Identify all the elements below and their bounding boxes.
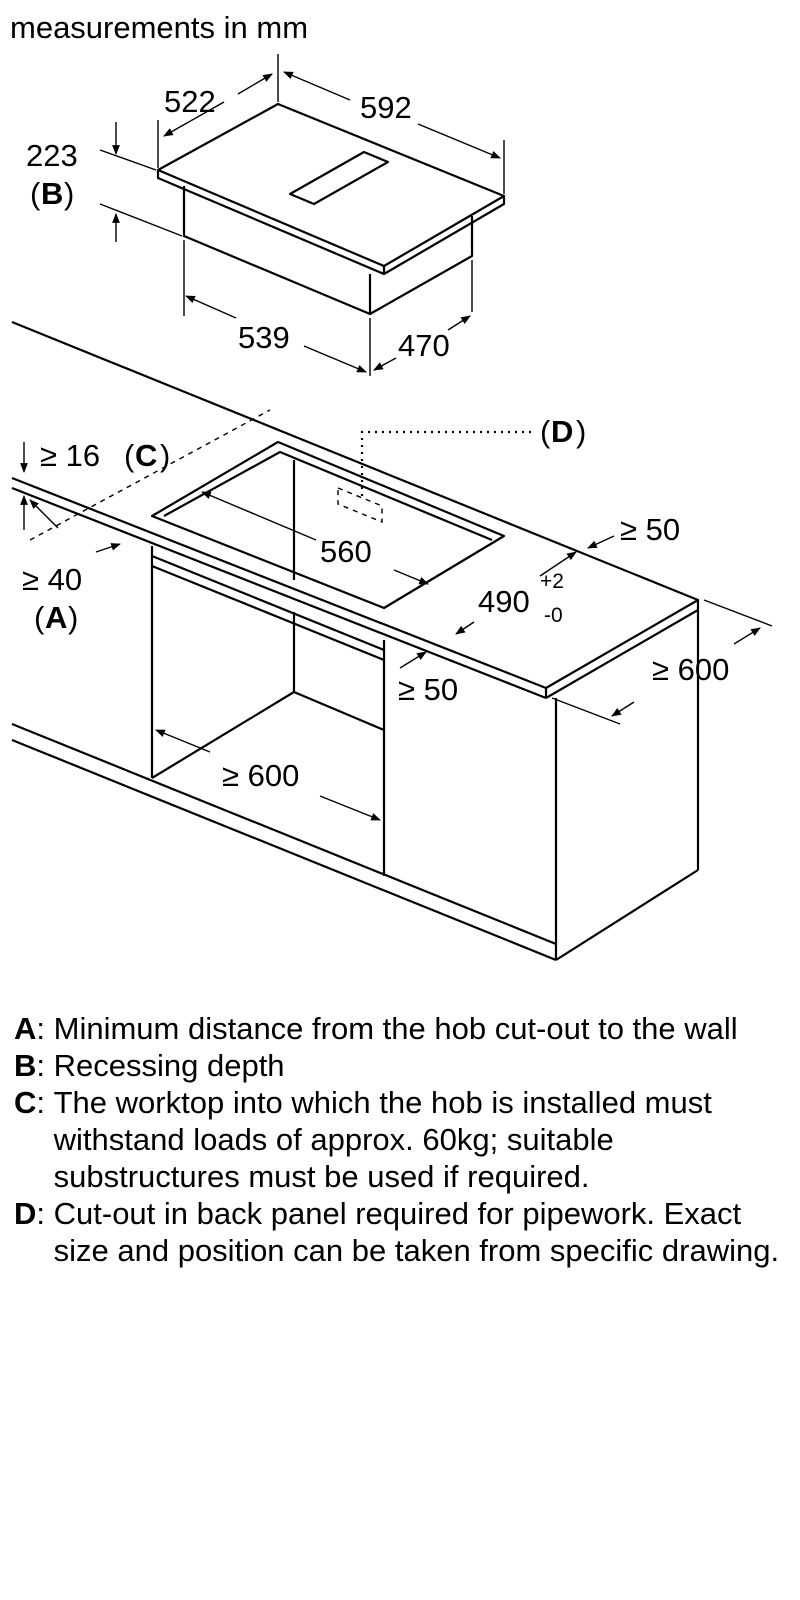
hob-height-paren-open: ( <box>30 176 41 211</box>
hob-height-label: 223 <box>26 138 78 173</box>
legend-key: B <box>14 1048 37 1083</box>
cutout-dimensions: ≥ 16 ( C ) ≥ 40 ( A ) 560 490 +2 -0 ≥ 50… <box>20 414 773 821</box>
legend-key: D <box>14 1196 37 1231</box>
worktop-thickness-label: ≥ 16 <box>40 438 100 473</box>
installation-diagram: measurements in mm 522 592 223 ( B ) <box>10 10 773 962</box>
legend-text: Cut-out in back panel required for pipew… <box>53 1196 780 1268</box>
worktop-thickness-paren-open: ( <box>124 438 135 473</box>
front-clearance-label: ≥ 50 <box>398 672 458 707</box>
cutout-depth-tol-plus: +2 <box>540 570 564 593</box>
legend-key: C <box>14 1085 37 1120</box>
legend-separator: : <box>36 1085 54 1120</box>
legend-separator: : <box>36 1196 54 1231</box>
hob-height-paren-close: ) <box>64 176 74 211</box>
back-clearance-label: ≥ 50 <box>620 512 680 547</box>
cabinet-width-label: ≥ 600 <box>222 758 299 793</box>
cutout-depth-tol-minus: -0 <box>544 604 563 627</box>
cutout-width-label: 560 <box>320 534 372 569</box>
legend-item-a: A: Minimum distance from the hob cut-out… <box>14 1010 794 1047</box>
hob-body-depth-label: 470 <box>398 328 450 363</box>
back-panel-paren-close: ) <box>576 414 586 449</box>
back-panel-key: D <box>551 414 573 449</box>
legend-item-c: C: The worktop into which the hob is ins… <box>14 1084 794 1195</box>
hob-drawing <box>156 102 506 316</box>
hob-depth-label: 522 <box>164 84 216 119</box>
wall-distance-paren-open: ( <box>34 600 45 635</box>
hob-dimensions: 522 592 223 ( B ) 539 470 <box>26 54 505 376</box>
wall-distance-paren-close: ) <box>68 600 78 635</box>
legend-separator: : <box>36 1011 54 1046</box>
legend-text: Recessing depth <box>53 1048 285 1083</box>
legend-item-d: D: Cut-out in back panel required for pi… <box>14 1195 794 1269</box>
worktop-thickness-paren-close: ) <box>160 438 170 473</box>
hob-height-key: B <box>41 176 63 211</box>
back-panel-paren-open: ( <box>540 414 551 449</box>
legend-item-b: B: Recessing depth <box>14 1047 794 1084</box>
worktop-depth-label: ≥ 600 <box>652 652 729 687</box>
hob-body-width-label: 539 <box>238 320 290 355</box>
page-title: measurements in mm <box>10 10 308 45</box>
legend-separator: : <box>36 1048 54 1083</box>
legend-text: The worktop into which the hob is instal… <box>53 1085 712 1194</box>
worktop-thickness-key: C <box>135 438 157 473</box>
wall-distance-key: A <box>45 600 67 635</box>
wall-distance-label: ≥ 40 <box>22 562 82 597</box>
legend-key: A <box>14 1011 37 1046</box>
legend: A: Minimum distance from the hob cut-out… <box>14 1010 794 1269</box>
hob-width-label: 592 <box>360 90 412 125</box>
legend-text: Minimum distance from the hob cut-out to… <box>53 1011 738 1046</box>
worktop-drawing <box>11 320 700 962</box>
cutout-depth-label: 490 <box>478 584 530 619</box>
